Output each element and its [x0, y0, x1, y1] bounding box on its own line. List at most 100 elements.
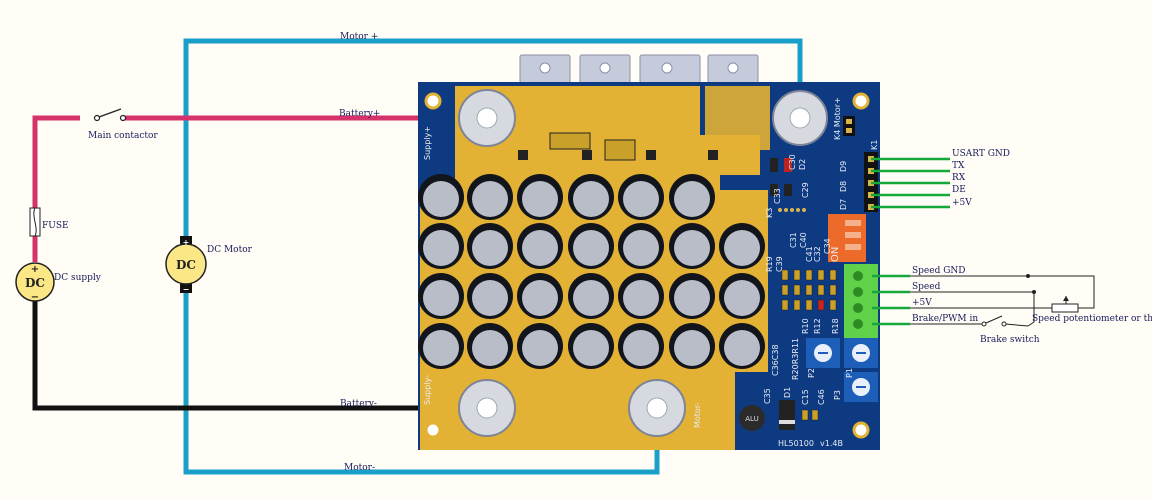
capacitor	[568, 174, 614, 220]
capacitor	[517, 323, 563, 369]
k4-header	[843, 116, 855, 136]
c34-text: C34	[823, 238, 832, 254]
fuse-label: FUSE	[42, 221, 69, 231]
dc-supply-symbol: DC	[25, 276, 45, 290]
model-text: HL50100	[778, 439, 814, 448]
controller-board: ALU Supply+ Supply- K4 Motor+ Motor- K1 …	[418, 54, 880, 450]
capacitor	[418, 174, 464, 220]
battery-minus-wire	[32, 300, 487, 411]
dc-motor-symbol: DC	[176, 258, 196, 272]
c32-text: C32	[813, 246, 822, 262]
c46-text: C46	[817, 389, 826, 405]
capacitor	[669, 273, 715, 319]
r12-text: R12	[813, 318, 822, 334]
c15-text: C15	[801, 389, 810, 405]
motor-minus-stud	[628, 379, 686, 437]
k4-text: K4 Motor+	[833, 97, 842, 140]
version-text: v1.4B	[820, 439, 843, 448]
usart-de-label: DE	[952, 185, 966, 195]
capacitor	[719, 323, 765, 369]
dc-supply-plus: +	[31, 264, 39, 275]
p1-text: P1	[845, 368, 854, 378]
passive-array	[781, 269, 837, 311]
capacitor	[618, 273, 664, 319]
mount-holes	[424, 92, 870, 439]
capacitor	[517, 223, 563, 269]
capacitor	[467, 323, 513, 369]
capacitor	[517, 273, 563, 319]
control-5v-label: +5V	[912, 298, 932, 308]
dc-motor: DC + −	[165, 236, 207, 294]
dc-supply: DC + −	[15, 262, 55, 303]
main-contactor	[93, 108, 127, 122]
c36-text: C36C38	[771, 344, 780, 376]
battery-minus-label: Battery-	[340, 399, 377, 409]
brake-label: Brake/PWM in	[912, 314, 978, 324]
d7-text: D7	[839, 199, 848, 210]
capacitor	[669, 223, 715, 269]
supply-minus-text: Supply-	[423, 375, 432, 405]
motor-plus-stud	[772, 90, 828, 146]
capacitor	[517, 174, 563, 220]
capacitor	[467, 223, 513, 269]
small-parts-top	[518, 132, 792, 196]
capacitor-grid	[418, 174, 765, 369]
capacitor	[669, 174, 715, 220]
capacitor	[467, 273, 513, 319]
r18-text: R18	[831, 318, 840, 334]
speed-gnd-label: Speed GND	[912, 266, 965, 276]
supply-plus-stud	[458, 89, 516, 147]
capacitor	[719, 223, 765, 269]
copper-pour-top	[455, 86, 760, 190]
capacitor	[568, 273, 614, 319]
supply-minus-stud	[458, 379, 516, 437]
trimmer-p3	[844, 372, 878, 402]
brake-switch	[981, 315, 1007, 327]
fuse	[29, 207, 41, 237]
motor-minus-text: Motor-	[693, 402, 702, 428]
usart-5v-label: +5V	[952, 198, 972, 208]
capacitor	[418, 273, 464, 319]
usart-rx-label: RX	[952, 173, 966, 183]
control-labels: Speed GND Speed +5V Brake/PWM in Speed p…	[912, 266, 1152, 345]
copper-pour-right	[705, 86, 770, 150]
r10-text: R10	[801, 318, 810, 334]
trimmer-p1	[844, 338, 878, 368]
capacitor	[719, 273, 765, 319]
alu-label: ALU	[745, 415, 758, 423]
capacitor	[669, 323, 715, 369]
capacitor	[568, 223, 614, 269]
dc-motor-label: DC Motor	[207, 245, 253, 255]
trimmers	[806, 338, 878, 402]
alu-capacitor: ALU	[739, 405, 765, 431]
c30-text: C30	[788, 154, 797, 170]
motor-minus-label: Motor-	[344, 463, 375, 473]
capacitor	[467, 174, 513, 220]
capacitor	[618, 323, 664, 369]
p2-text: P2	[807, 368, 816, 378]
main-contactor-label: Main contactor	[88, 131, 158, 141]
c41-text: C41	[805, 246, 814, 262]
p3-text: P3	[833, 390, 842, 400]
motor-plus-wire	[183, 38, 803, 238]
battery-plus-label: Battery+	[339, 109, 380, 119]
k3-header	[778, 208, 806, 212]
diode-d1	[779, 400, 795, 430]
c29-text: C29	[801, 182, 810, 198]
d2-text: D2	[798, 159, 807, 170]
heatsink-tabs	[519, 54, 759, 84]
k1-text: K1	[870, 140, 879, 150]
capacitor	[568, 323, 614, 369]
capacitor	[618, 174, 664, 220]
brake-switch-label: Brake switch	[980, 335, 1040, 345]
motor-plus-label: Motor +	[340, 32, 378, 42]
c35-text: C35	[763, 388, 772, 404]
usart-gnd-label: USART GND	[952, 149, 1010, 159]
on-text: ON	[830, 247, 841, 262]
dc-supply-label: DC supply	[54, 273, 102, 283]
k3-text: K3	[765, 208, 774, 218]
c31-text: C31	[789, 232, 798, 248]
power-studs	[458, 89, 828, 437]
c33-text: C33	[773, 188, 782, 204]
usart-lines	[871, 157, 950, 209]
